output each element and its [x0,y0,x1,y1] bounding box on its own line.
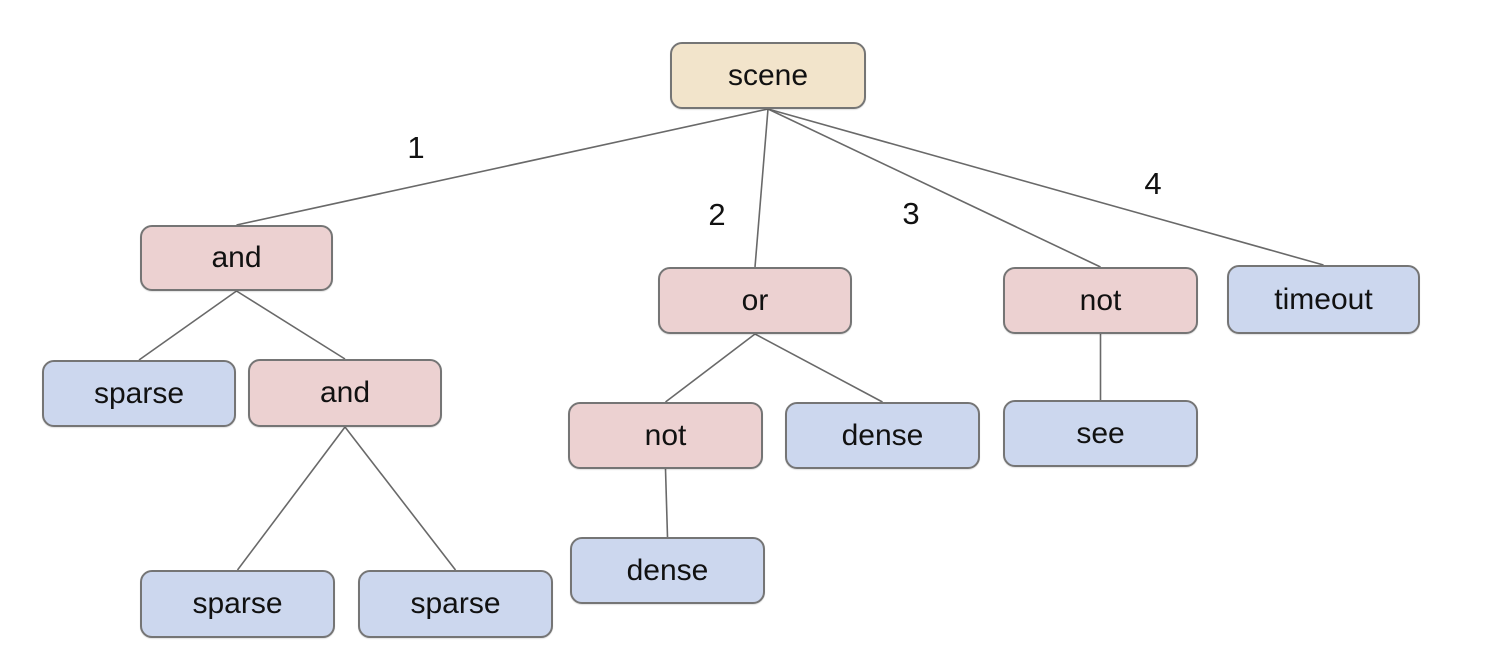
tree-edge-scene-not1 [767,108,1101,268]
tree-edge-scene-and1 [236,108,769,226]
edge-label-2: 2 [708,197,726,232]
tree-node-dense2[interactable]: dense [570,537,765,604]
tree-edge-and2-sparse2 [236,426,346,571]
tree-node-or1[interactable]: or [658,267,852,334]
tree-node-dense1[interactable]: dense [785,402,980,469]
tree-node-not1[interactable]: not [1003,267,1198,334]
tree-node-and1[interactable]: and [140,225,333,291]
tree-node-not2[interactable]: not [568,402,763,469]
tree-node-sparse3[interactable]: sparse [358,570,553,638]
tree-edge-and1-and2 [236,290,346,360]
tree-edge-scene-or1 [754,108,769,268]
tree-node-scene[interactable]: scene [670,42,866,109]
tree-edge-and2-sparse3 [344,426,457,571]
tree-edge-not2-dense2 [664,468,669,538]
edge-label-4: 4 [1144,166,1162,201]
tree-node-see1[interactable]: see [1003,400,1198,467]
tree-node-and2[interactable]: and [248,359,442,427]
tree-edge-and1-sparse1 [138,290,237,361]
edge-label-3: 3 [902,196,920,231]
tree-edge-or1-not2 [665,333,756,403]
tree-node-sparse2[interactable]: sparse [140,570,335,638]
tree-node-sparse1[interactable]: sparse [42,360,236,427]
tree-node-timeout1[interactable]: timeout [1227,265,1420,334]
tree-edge-or1-dense1 [754,333,883,403]
edge-label-1: 1 [407,130,425,165]
tree-edge-scene-timeout1 [767,108,1324,266]
